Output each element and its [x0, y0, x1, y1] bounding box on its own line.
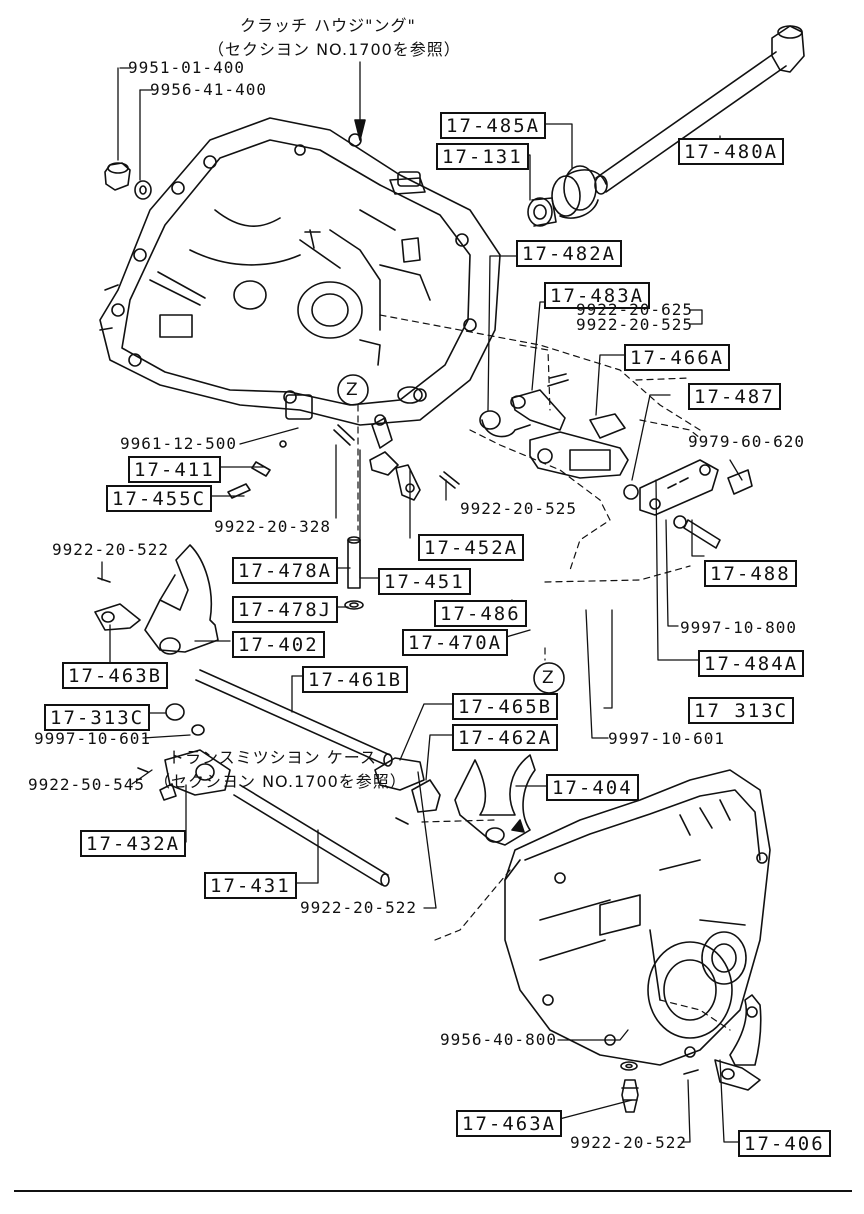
part-9961-12-500: 9961-12-500	[120, 434, 237, 453]
part-17-470A: 17-470A	[402, 629, 509, 656]
shift-fork-432-drawing	[137, 703, 231, 801]
part-9922-20-522-upper: 9922-20-522	[52, 540, 169, 559]
z-marker-lower: Z	[542, 668, 555, 688]
part-17-131: 17-131	[436, 143, 529, 170]
part-17-483A: 17-483A	[544, 282, 651, 309]
part-9922-20-625: 9922-20-625	[576, 300, 693, 319]
part-17-463B: 17-463B	[62, 662, 169, 689]
interlock-blocks-drawing	[374, 757, 441, 825]
dashed-guide-lines	[357, 314, 731, 1031]
part-17-478J: 17-478J	[232, 596, 339, 623]
part-9922-20-328: 9922-20-328	[214, 517, 331, 536]
part-17-465B: 17-465B	[452, 693, 559, 720]
part-17-411: 17-411	[128, 456, 221, 483]
part-17-432A: 17-432A	[80, 830, 187, 857]
part-17-486: 17-486	[434, 600, 527, 627]
part-17-313C-left: 17-313C	[44, 704, 151, 731]
part-9979-60-620: 9979-60-620	[688, 432, 805, 451]
part-17-488: 17-488	[704, 560, 797, 587]
part-17-463A: 17-463A	[456, 1110, 563, 1137]
part-9997-10-601-right: 9997-10-601	[608, 729, 725, 748]
part-17-478A: 17-478A	[232, 557, 339, 584]
part-17-313C-right: 17 313C	[688, 697, 795, 724]
plug-and-washer-drawing	[104, 162, 152, 200]
part-17-466A: 17-466A	[624, 344, 731, 371]
part-9922-50-545: 9922-50-545	[28, 775, 145, 794]
part-17-431: 17-431	[204, 872, 297, 899]
clutch-housing-note-line2: （セクシヨン NO.1700を参照）	[208, 40, 461, 59]
clutch-housing-drawing	[99, 117, 501, 426]
part-17-487: 17-487	[688, 383, 781, 410]
housing-arrow	[354, 119, 366, 141]
part-17-480A: 17-480A	[678, 138, 785, 165]
part-9956-41-400: 9956-41-400	[150, 80, 267, 99]
selector-bracket-drawing	[479, 373, 753, 549]
z-marker-upper: Z	[346, 380, 359, 400]
part-9922-20-525-upper: 9922-20-525	[576, 315, 693, 334]
part-9922-20-525-lower: 9922-20-525	[460, 499, 577, 518]
leader-lines	[101, 61, 743, 1143]
shift-fork-404-drawing	[454, 754, 536, 846]
transmission-case-note-line2: （セクシヨン NO.1700を参照）	[154, 772, 407, 791]
bottom-rule	[14, 1190, 852, 1192]
interlock-drawing	[227, 417, 460, 610]
part-17-461B: 17-461B	[302, 666, 409, 693]
shift-fork-406-drawing	[683, 994, 762, 1091]
part-17-485A: 17-485A	[440, 112, 547, 139]
part-17-484A: 17-484A	[698, 650, 805, 677]
part-17-455C: 17-455C	[106, 485, 213, 512]
transmission-case-note-line1: トランスミツシヨン ケース	[168, 748, 377, 767]
bottom-plug-drawing	[620, 1061, 639, 1113]
shift-fork-402-drawing	[94, 544, 219, 655]
part-17-402: 17-402	[232, 631, 325, 658]
part-9951-01-400: 9951-01-400	[128, 58, 245, 77]
part-9956-40-800: 9956-40-800	[440, 1030, 557, 1049]
part-9922-20-522-lower: 9922-20-522	[570, 1133, 687, 1152]
part-9997-10-601-left: 9997-10-601	[34, 729, 151, 748]
part-17-462A: 17-462A	[452, 724, 559, 751]
part-9922-20-522-middle: 9922-20-522	[300, 898, 417, 917]
control-rod-drawing	[527, 25, 805, 227]
transmission-case-drawing	[504, 769, 771, 1066]
part-9997-10-800: 9997-10-800	[680, 618, 797, 637]
part-17-482A: 17-482A	[516, 240, 623, 267]
part-17-406: 17-406	[738, 1130, 831, 1157]
part-17-451: 17-451	[378, 568, 471, 595]
part-17-404: 17-404	[546, 774, 639, 801]
clutch-housing-note-line1: クラッチ ハウジ"ング"	[240, 16, 416, 35]
part-17-452A: 17-452A	[418, 534, 525, 561]
